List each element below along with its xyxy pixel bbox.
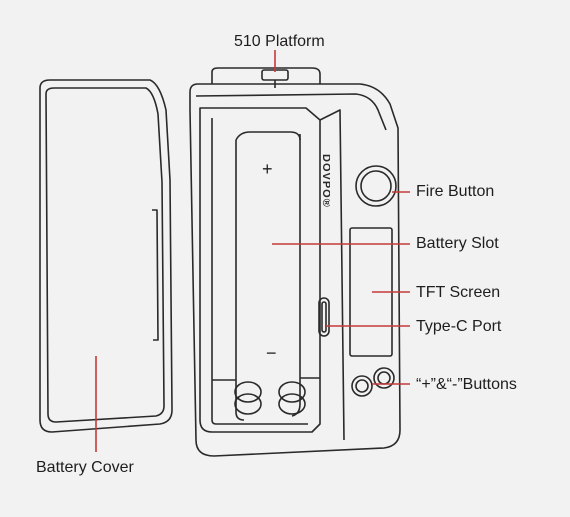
mod-body: [189, 67, 401, 457]
svg-text:DOVPO®: DOVPO®: [320, 154, 330, 208]
label-battery-cover: Battery Cover: [36, 459, 134, 476]
label-fire-button: Fire Button: [416, 183, 495, 200]
label-510-platform: 510 Platform: [234, 33, 325, 50]
plus-mark: +: [262, 159, 273, 179]
label-tft-screen: TFT Screen: [416, 284, 501, 301]
dovpo-logo: DOVPO®: [320, 154, 330, 208]
leader-lines: [95, 50, 410, 452]
label-buttons: “+”&“-”Buttons: [416, 376, 517, 393]
minus-mark: −: [266, 343, 277, 363]
battery-cover-panel: [39, 79, 173, 433]
label-type-c-port: Type-C Port: [416, 318, 502, 335]
label-battery-slot: Battery Slot: [416, 235, 499, 252]
